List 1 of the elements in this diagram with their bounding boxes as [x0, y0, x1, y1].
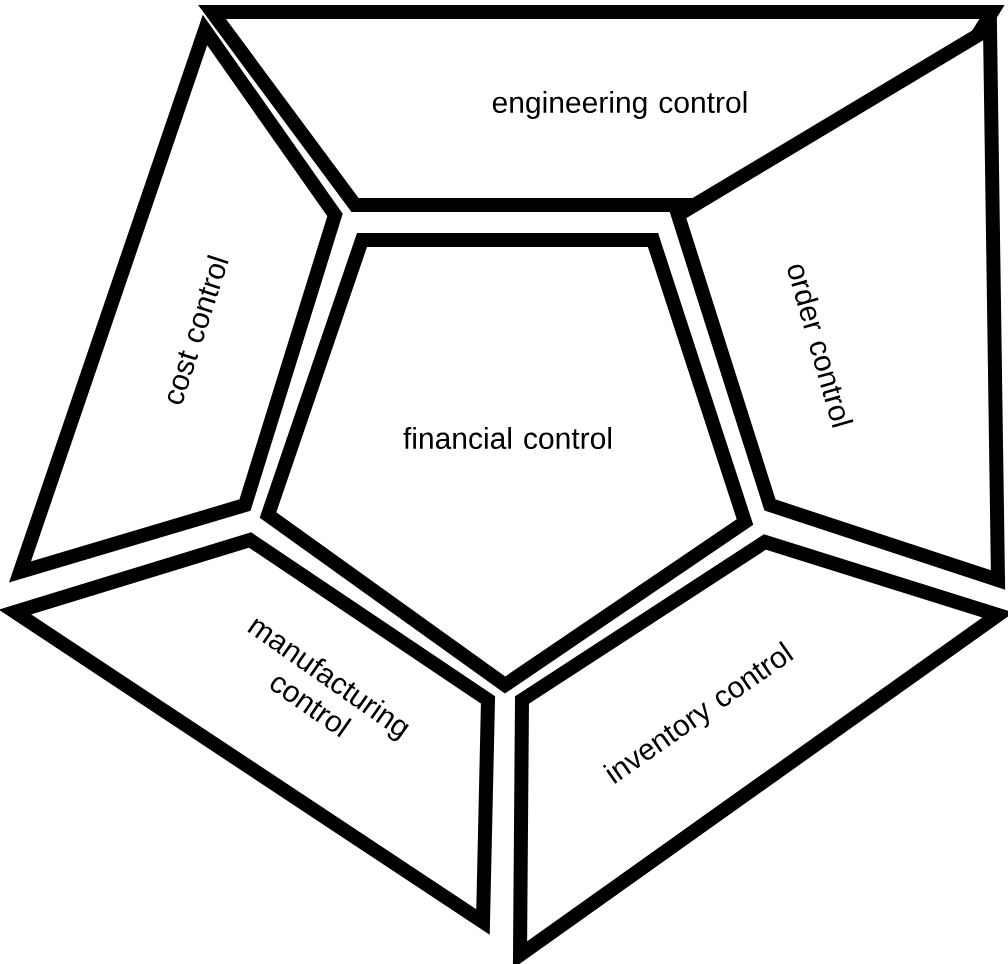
node-label: order control: [787, 264, 854, 428]
